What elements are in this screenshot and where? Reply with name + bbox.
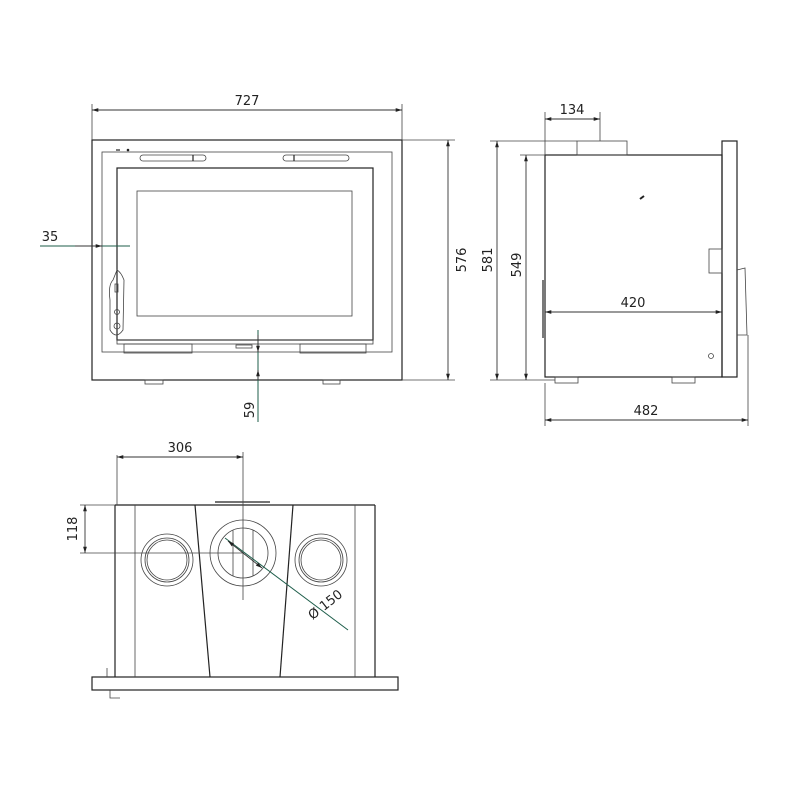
body-depth-dimension: 420 <box>621 296 646 311</box>
front-view: 727 576 35 59 <box>40 94 470 422</box>
flue-offset-x-dimension: 306 <box>168 441 193 456</box>
front-width-dimension: 727 <box>235 94 260 109</box>
side-view: 581 549 134 420 482 <box>481 103 749 426</box>
bottom-offset-dimension: 59 <box>243 402 258 419</box>
top-view: 306 118 Ø 150 <box>66 441 399 699</box>
flue-offset-y-dimension: 118 <box>66 517 81 542</box>
flue-diameter-dimension: Ø 150 <box>306 587 346 623</box>
total-height-dimension: 581 <box>481 248 496 273</box>
front-height-dimension: 576 <box>455 248 470 273</box>
side-offset-dimension: 35 <box>42 230 59 245</box>
flue-offset-dimension: 134 <box>560 103 585 118</box>
body-height-dimension: 549 <box>510 253 525 278</box>
total-depth-dimension: 482 <box>634 404 659 419</box>
